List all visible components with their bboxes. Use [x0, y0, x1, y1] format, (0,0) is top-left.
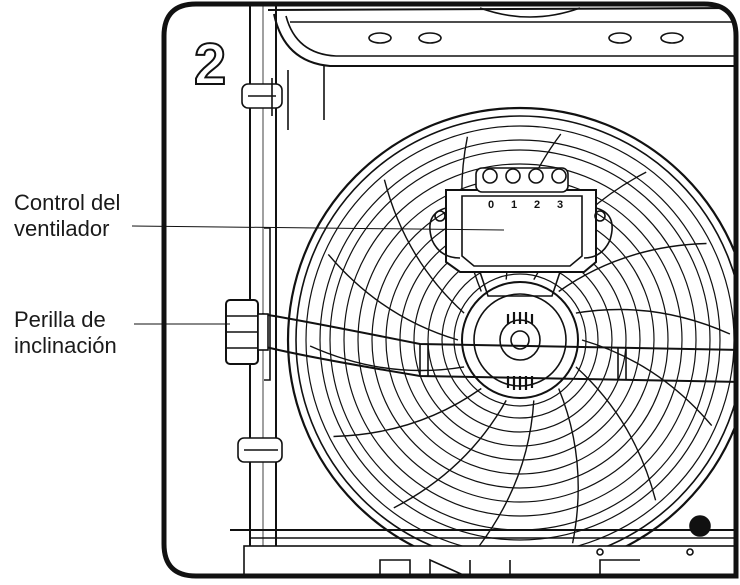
panel-frame	[161, 1, 739, 579]
support-band	[261, 313, 736, 383]
fan-control-callout: Control del ventilador	[14, 190, 120, 242]
switch-position-label: 2	[534, 199, 540, 211]
tilt-knob-label-line2: inclinación	[14, 333, 117, 358]
grill-spoke	[327, 253, 459, 341]
grill-spoke	[575, 308, 731, 335]
switch-position-label: 0	[488, 199, 494, 211]
grill-spoke	[393, 400, 507, 509]
switch-position-label: 1	[511, 199, 517, 211]
tilt-knob	[225, 227, 271, 381]
grill-spoke	[581, 339, 713, 427]
motor-hub	[461, 281, 579, 399]
switch-position-label: 3	[557, 199, 563, 211]
fan-base	[230, 515, 736, 576]
fan-control-box	[429, 167, 613, 297]
top-handle	[267, 7, 736, 130]
grill-spoke	[558, 242, 707, 293]
grill-spoke	[383, 179, 465, 314]
step-number: 2	[194, 32, 226, 97]
lower-clamp	[237, 437, 283, 463]
fan-control-leader	[131, 225, 505, 231]
upper-clamp	[241, 78, 283, 116]
grill-spoke	[558, 388, 579, 544]
fan-control-label-line1: Control del	[14, 190, 121, 215]
tilt-knob-label-line1: Perilla de	[14, 307, 106, 332]
fan-control-label-line2: ventilador	[14, 216, 110, 241]
tilt-knob-callout: Perilla de inclinación	[14, 307, 117, 359]
grill-spoke	[333, 387, 482, 438]
grill-spoke	[309, 345, 465, 372]
